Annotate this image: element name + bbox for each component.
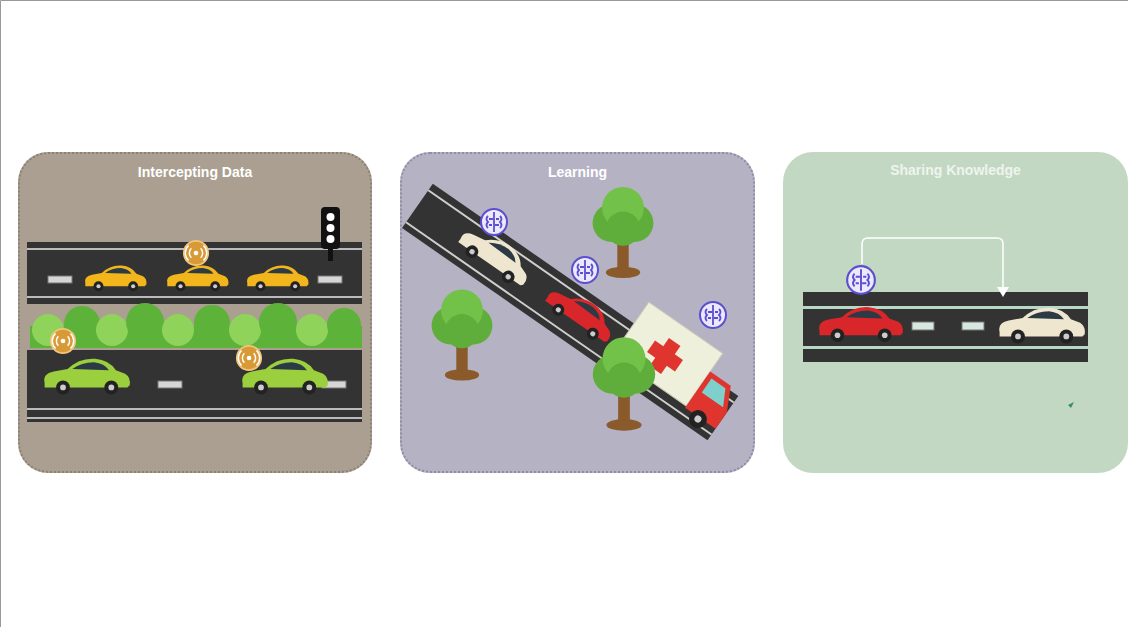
bush (259, 303, 297, 341)
bush (96, 314, 128, 346)
wheel (618, 360, 643, 385)
road-line (803, 346, 1088, 349)
traffic-pole (328, 249, 333, 261)
road (402, 184, 738, 441)
taxi (167, 266, 228, 292)
green-car (242, 359, 328, 395)
red-cross (650, 338, 681, 374)
panel-heading: Sharing Knowledge (783, 152, 1128, 178)
brain-icon (481, 209, 507, 235)
road (27, 242, 362, 304)
red-car (541, 280, 620, 348)
road-line (27, 296, 362, 298)
lane-dash (158, 381, 182, 388)
scene-panel: Sharing Knowledge (783, 152, 1128, 473)
signal-icon (51, 329, 75, 353)
cream-car (999, 308, 1085, 344)
lane-dash (318, 276, 342, 283)
traffic-lamp (327, 235, 335, 243)
brain-icon (700, 302, 726, 328)
road-line (405, 221, 712, 435)
road-line (803, 306, 1088, 309)
brain-icon (572, 257, 598, 283)
tree (432, 289, 493, 380)
learning-scene (402, 162, 753, 440)
cream-car (454, 220, 537, 291)
taxi (85, 266, 146, 292)
speck (1068, 402, 1074, 408)
traffic-lamp (327, 213, 335, 221)
taxi (247, 266, 308, 292)
road (803, 292, 1088, 362)
bush (327, 308, 361, 342)
diagonal-road (402, 162, 753, 440)
ambulance-window (702, 379, 733, 408)
panel-heading: Learning (402, 154, 753, 180)
bush (229, 314, 261, 346)
road-line (428, 189, 735, 403)
bush (126, 303, 164, 341)
bush (194, 305, 230, 341)
road (27, 350, 362, 422)
traffic-lamp (327, 224, 335, 232)
signal-icon (237, 346, 261, 370)
green-car (44, 359, 130, 395)
brain-icon (847, 266, 875, 294)
lane-dash (912, 322, 934, 330)
signal-icon (184, 241, 208, 265)
lane-dash (322, 381, 346, 388)
wheel (685, 407, 710, 432)
sharing-scene (803, 238, 1088, 408)
scene-panel: Intercepting Data (18, 152, 372, 473)
intercepting-scene (27, 207, 362, 422)
panel-heading: Intercepting Data (20, 154, 370, 180)
scene-panel: Learning (400, 152, 755, 473)
road-line (27, 248, 362, 250)
road-line (27, 408, 362, 410)
red-car (819, 307, 903, 342)
arrow-head (997, 287, 1009, 297)
bush-base (30, 326, 362, 348)
ambulance-box (612, 302, 722, 406)
bush (64, 306, 100, 342)
lane-dash (48, 276, 72, 283)
bush (162, 314, 194, 346)
hub (693, 414, 703, 424)
lane-dash (962, 322, 984, 330)
traffic-light (321, 207, 340, 249)
bush (32, 314, 64, 346)
tree (593, 187, 654, 278)
road-line (27, 417, 362, 419)
bush-row (30, 303, 362, 348)
sharing-arrow (862, 238, 1003, 290)
red-cross (647, 341, 683, 372)
ambulance (605, 302, 753, 438)
bush (296, 314, 328, 346)
ambulance-cab (685, 372, 740, 429)
tree (593, 337, 655, 431)
